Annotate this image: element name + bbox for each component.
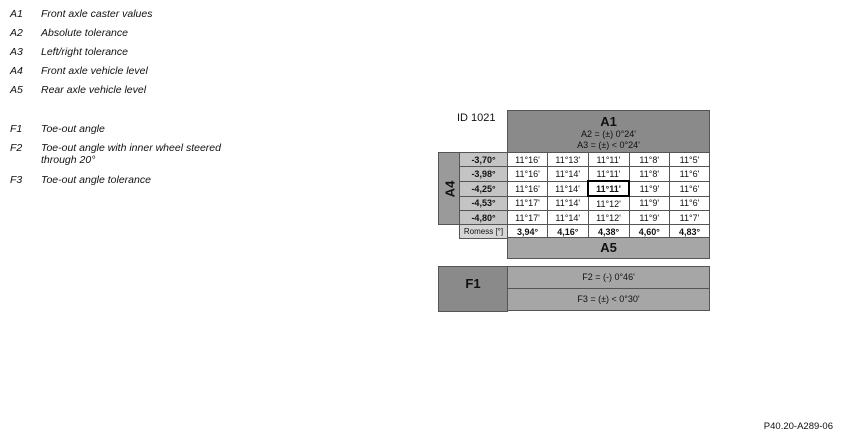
a3-tolerance-text: A3 = (±) < 0°24' <box>577 140 640 150</box>
a4-label: A4 <box>442 180 457 197</box>
legend-desc: Toe-out angle tolerance <box>41 174 151 186</box>
front-level-cell: -3,98° <box>459 166 508 182</box>
table-row: -4,25° 11°16' 11°14' 11°11' 11°9' 11°6' <box>459 180 710 197</box>
caster-value-cell: 11°9' <box>628 180 670 197</box>
legend-code: A5 <box>10 84 23 96</box>
caster-value-cell: 11°16' <box>507 152 548 167</box>
figure-reference-code: P40.20-A289-06 <box>763 421 833 432</box>
caster-value-cell: 11°12' <box>587 210 630 225</box>
caster-value-cell: 11°6' <box>669 166 710 182</box>
a2-tolerance-text: A2 = (±) 0°24' <box>580 129 637 139</box>
legend-desc: Front axle caster values <box>41 8 153 20</box>
table-row: -3,98° 11°16' 11°14' 11°11' 11°8' 11°6' <box>459 166 710 182</box>
f3-text: F3 = (±) < 0°30' <box>577 294 640 304</box>
f1-label: F1 <box>465 276 481 291</box>
a1-label: A1 <box>600 114 617 129</box>
legend-desc: Rear axle vehicle level <box>41 84 147 96</box>
legend-desc: Front axle vehicle level <box>41 65 148 77</box>
a5-label: A5 <box>600 240 617 255</box>
caster-value-cell: 11°9' <box>628 195 670 211</box>
a1-header: A1 A2 = (±) 0°24' A3 = (±) < 0°24' <box>507 110 710 154</box>
caster-value-cell: 11°17' <box>507 210 548 225</box>
legend-code: A3 <box>10 46 23 58</box>
caster-value-cell: 11°12' <box>587 195 630 211</box>
legend-code: A2 <box>10 27 23 39</box>
caster-value-cell: 11°5' <box>669 152 710 167</box>
caster-value-cell: 11°17' <box>507 195 548 211</box>
table-row: -3,70° 11°16' 11°13' 11°11' 11°8' 11°5' <box>459 152 710 167</box>
caster-value-cell: 11°14' <box>547 210 589 225</box>
front-level-cell: -4,25° <box>459 180 508 197</box>
legend-desc: Left/right tolerance <box>41 46 128 58</box>
legend-desc: Toe-out angle <box>41 123 105 135</box>
caster-value-cell: 11°14' <box>547 166 589 182</box>
caster-value-cell: 11°13' <box>547 152 589 167</box>
caster-value-cell: 11°8' <box>628 152 670 167</box>
caster-value-cell: 11°16' <box>507 166 548 182</box>
legend-code: A1 <box>10 8 23 20</box>
f1-box: F1 <box>438 266 508 312</box>
rear-level-cell: 4,83° <box>669 224 710 239</box>
table-id-label: ID 1021 <box>457 112 496 124</box>
caster-value-cell: 11°11' <box>587 166 630 182</box>
caster-value-cell: 11°11' <box>587 152 630 167</box>
f2-box: F2 = (-) 0°46' <box>507 266 710 289</box>
legend-code: F3 <box>10 174 23 186</box>
legend-code: A4 <box>10 65 23 77</box>
f3-box: F3 = (±) < 0°30' <box>507 288 710 311</box>
caster-value-cell: 11°16' <box>507 180 548 197</box>
caster-table: -3,70° 11°16' 11°13' 11°11' 11°8' 11°5' … <box>459 152 710 239</box>
caster-value-cell-highlighted: 11°11' <box>587 180 630 197</box>
caster-value-cell: 11°14' <box>547 195 589 211</box>
a5-footer: A5 <box>507 237 710 259</box>
rear-level-cell: 3,94° <box>507 224 548 239</box>
f2-text: F2 = (-) 0°46' <box>582 272 635 282</box>
romess-label: Romess [°] <box>459 224 508 239</box>
legend-code: F1 <box>10 123 23 135</box>
caster-value-cell: 11°8' <box>628 166 670 182</box>
table-row: -4,80° 11°17' 11°14' 11°12' 11°9' 11°7' <box>459 210 710 225</box>
caster-value-cell: 11°6' <box>669 180 710 197</box>
caster-value-cell: 11°7' <box>669 210 710 225</box>
front-level-cell: -3,70° <box>459 152 508 167</box>
legend-desc: Absolute tolerance <box>41 27 128 39</box>
a4-side-header: A4 <box>438 152 461 225</box>
caster-value-cell: 11°14' <box>547 180 589 197</box>
table-row: -4,53° 11°17' 11°14' 11°12' 11°9' 11°6' <box>459 195 710 211</box>
legend-code: F2 <box>10 142 23 154</box>
front-level-cell: -4,80° <box>459 210 508 225</box>
caster-value-cell: 11°9' <box>628 210 670 225</box>
front-level-cell: -4,53° <box>459 195 508 211</box>
caster-value-cell: 11°6' <box>669 195 710 211</box>
legend-desc: Toe-out angle with inner wheel steered t… <box>41 142 221 166</box>
